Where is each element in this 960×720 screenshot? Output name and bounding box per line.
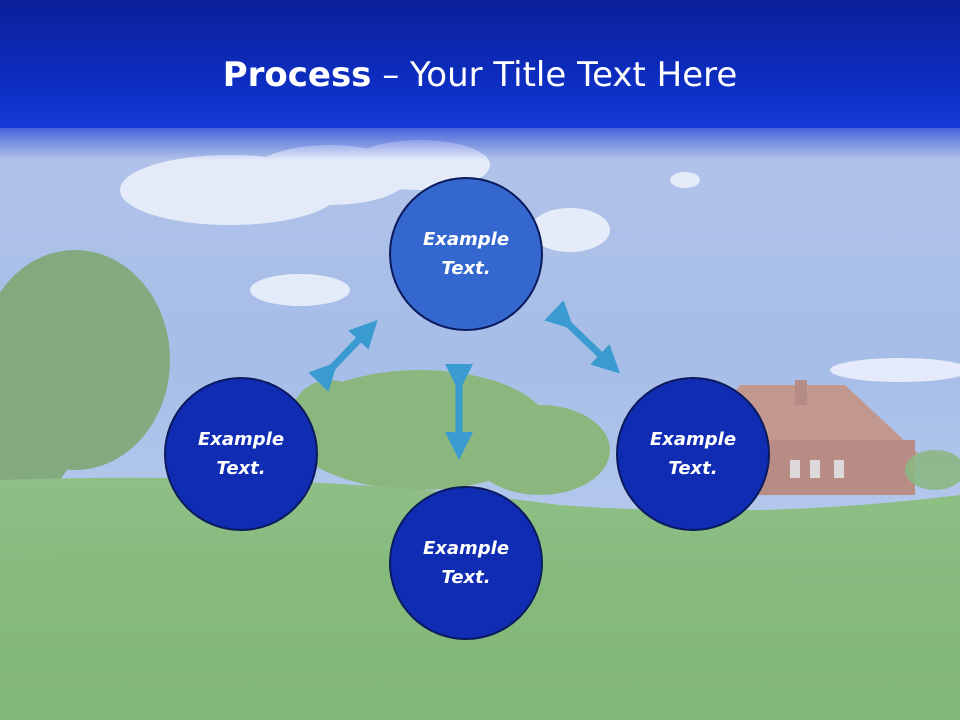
title-bar-fade	[0, 120, 960, 160]
node-right-label: Example Text.	[649, 429, 737, 479]
arrow-top-right	[544, 300, 621, 374]
node-bottom: Example Text.	[389, 486, 543, 640]
title-rest: – Your Title Text Here	[371, 55, 738, 95]
title-bold: Process	[222, 55, 372, 95]
node-left-label: Example Text.	[197, 429, 285, 479]
node-right: Example Text.	[616, 377, 770, 531]
node-top: Example Text.	[389, 177, 543, 331]
arrow-top-left	[308, 319, 378, 392]
node-bottom-label: Example Text.	[422, 538, 510, 588]
node-left: Example Text.	[164, 377, 318, 531]
node-top-label: Example Text.	[422, 229, 510, 279]
page-title: Process – Your Title Text Here	[0, 50, 960, 100]
title-bar	[0, 0, 960, 128]
